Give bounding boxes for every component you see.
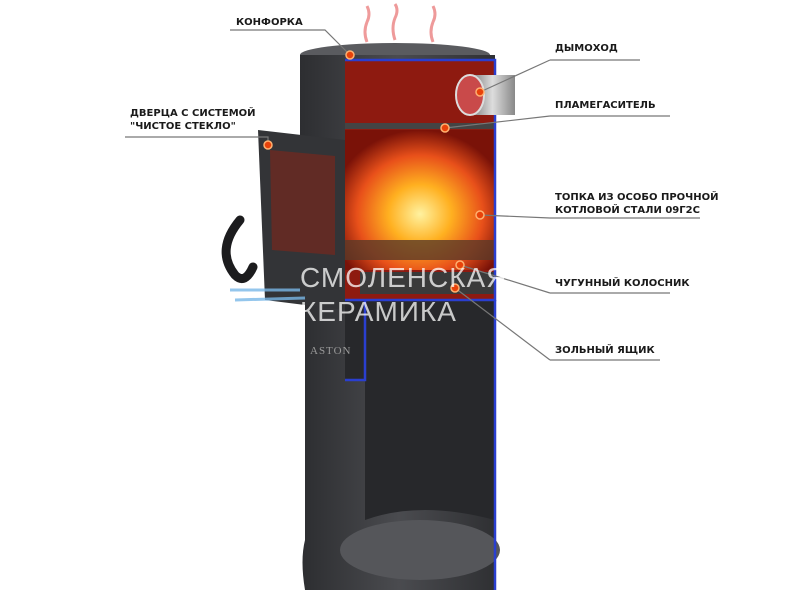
label-grate: ЧУГУННЫЙ КОЛОСНИК bbox=[555, 278, 690, 289]
heat-arrows bbox=[363, 3, 437, 43]
logo: ASTON bbox=[310, 345, 352, 357]
label-ash-box: ЗОЛЬНЫЙ ЯЩИК bbox=[555, 345, 655, 356]
watermark-line2: КЕРАМИКА bbox=[300, 296, 457, 327]
label-firebox-line1: ТОПКА ИЗ ОСОБО ПРОЧНОЙ bbox=[555, 192, 719, 203]
label-flame-damper: ПЛАМЕГАСИТЕЛЬ bbox=[555, 100, 656, 111]
ash-box bbox=[360, 272, 495, 294]
label-door-line1: ДВЕРЦА С СИСТЕМОЙ bbox=[130, 108, 256, 119]
marker-dots bbox=[263, 50, 485, 293]
label-hotplate: КОНФОРКА bbox=[236, 17, 303, 28]
label-chimney: ДЫМОХОД bbox=[555, 43, 618, 54]
flame-damper bbox=[345, 123, 495, 129]
watermark-line1: СМОЛЕНСКАЯ bbox=[300, 262, 508, 293]
door-handle bbox=[221, 215, 258, 284]
label-door-line2: "ЧИСТОЕ СТЕКЛО" bbox=[130, 121, 236, 132]
leader-lines bbox=[125, 29, 700, 361]
label-firebox-line2: КОТЛОВОЙ СТАЛИ 09Г2С bbox=[555, 205, 700, 216]
